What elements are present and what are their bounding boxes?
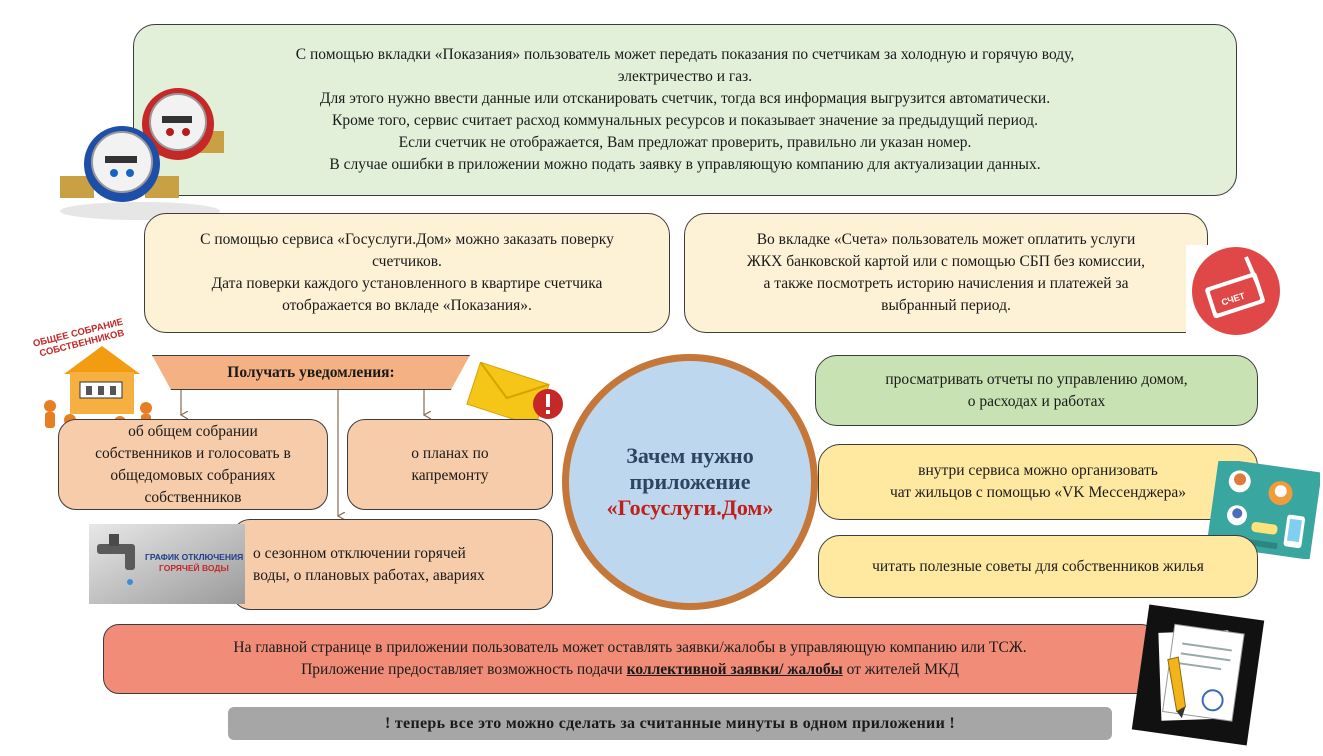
assembly-line: об общем собрании bbox=[128, 422, 258, 440]
meters-line: В случае ошибки в приложении можно подат… bbox=[329, 156, 1041, 173]
chat-line: чат жильцов с помощью «VK Мессенджера» bbox=[889, 484, 1187, 501]
chat-info-box: внутри сервиса можно организовать чат жи… bbox=[818, 444, 1258, 520]
verify-line: С помощью сервиса «Госуслуги.Дом» можно … bbox=[200, 231, 614, 248]
hotwater-line: воды, о плановых работах, авариях bbox=[253, 566, 485, 584]
chat-line: внутри сервиса можно организовать bbox=[918, 462, 1158, 479]
verify-line: счетчиков. bbox=[372, 253, 442, 270]
complaints-info-box: На главной странице в приложении пользов… bbox=[103, 624, 1157, 694]
bills-line: выбранный период. bbox=[881, 297, 1011, 314]
capital-line: капремонту bbox=[411, 466, 489, 484]
bill-icon: СЧЕТ bbox=[1186, 245, 1286, 337]
center-title-circle: Зачем нужно приложение «Госуслуги.Дом» bbox=[562, 354, 818, 610]
bills-info-box: Во вкладке «Счета» пользователь может оп… bbox=[684, 213, 1208, 333]
tips-text: читать полезные советы для собственников… bbox=[872, 557, 1204, 575]
assembly-line: общедомовых собраниях bbox=[110, 466, 276, 484]
reports-line: о расходах и работах bbox=[967, 392, 1106, 410]
water-meters-image bbox=[60, 88, 224, 220]
bills-line: а также посмотреть историю начисления и … bbox=[763, 275, 1129, 292]
envelope-alert-icon bbox=[462, 361, 568, 427]
meters-line: Если счетчик не отображается, Вам предло… bbox=[398, 134, 972, 151]
faucet-image: ГРАФИК ОТКЛЮЧЕНИЯ ГОРЯЧЕЙ ВОДЫ bbox=[89, 524, 245, 604]
footer-banner: ! теперь все это можно сделать за считан… bbox=[228, 707, 1112, 740]
center-title-app-name: «Госуслуги.Дом» bbox=[606, 495, 774, 520]
assembly-line: собственников bbox=[144, 488, 242, 506]
capital-repair-notification-box: о планах по капремонту bbox=[347, 419, 553, 510]
verify-line: Дата поверки каждого установленного в кв… bbox=[211, 275, 603, 292]
assembly-house-image: ОБЩЕЕ СОБРАНИЕ СОБСТВЕННИКОВ bbox=[24, 310, 164, 440]
reports-line: просматривать отчеты по управлению домом… bbox=[885, 370, 1188, 388]
capital-line: о планах по bbox=[411, 444, 489, 462]
meters-line: Кроме того, сервис считает расход коммун… bbox=[332, 112, 1038, 129]
schedule-sign-line2: ГОРЯЧЕЙ ВОДЫ bbox=[159, 562, 229, 573]
notifications-header: Получать уведомления: bbox=[152, 355, 470, 390]
meters-line: Для этого нужно ввести данные или отскан… bbox=[319, 90, 1051, 107]
bills-line: ЖКХ банковской картой или с помощью СБП … bbox=[746, 253, 1146, 270]
center-title-line1: Зачем нужно bbox=[626, 443, 754, 468]
bills-line: Во вкладке «Счета» пользователь может оп… bbox=[756, 231, 1136, 248]
assembly-notification-box: об общем собрании собственников и голосо… bbox=[58, 419, 328, 510]
schedule-sign-line1: ГРАФИК ОТКЛЮЧЕНИЯ bbox=[145, 552, 243, 562]
meters-line: электричество и газ. bbox=[617, 68, 753, 85]
center-title-line2: приложение bbox=[629, 469, 751, 494]
verification-info-box: С помощью сервиса «Госуслуги.Дом» можно … bbox=[144, 213, 670, 333]
document-pencil-icon bbox=[1130, 604, 1266, 746]
collective-complaint-emphasis: коллективной заявки/ жалобы bbox=[626, 661, 843, 678]
meters-line: С помощью вкладки «Показания» пользовате… bbox=[295, 46, 1075, 63]
tips-info-box: читать полезные советы для собственников… bbox=[818, 535, 1258, 598]
hot-water-notification-box: о сезонном отключении горячей воды, о пл… bbox=[232, 519, 553, 610]
complaints-line2-start: Приложение предоставляет возможность под… bbox=[301, 661, 627, 678]
verify-line: отображается во вкладе «Показания». bbox=[282, 297, 532, 314]
reports-info-box: просматривать отчеты по управлению домом… bbox=[815, 355, 1258, 426]
assembly-line: собственников и голосовать в bbox=[95, 444, 291, 462]
complaints-line2: Приложение предоставляет возможность под… bbox=[233, 659, 1026, 681]
meters-info-box: С помощью вкладки «Показания» пользовате… bbox=[133, 24, 1237, 196]
complaints-line2-end: от жителей МКД bbox=[842, 661, 959, 678]
hotwater-line: о сезонном отключении горячей bbox=[253, 544, 466, 562]
complaints-line1: На главной странице в приложении пользов… bbox=[233, 639, 1027, 656]
